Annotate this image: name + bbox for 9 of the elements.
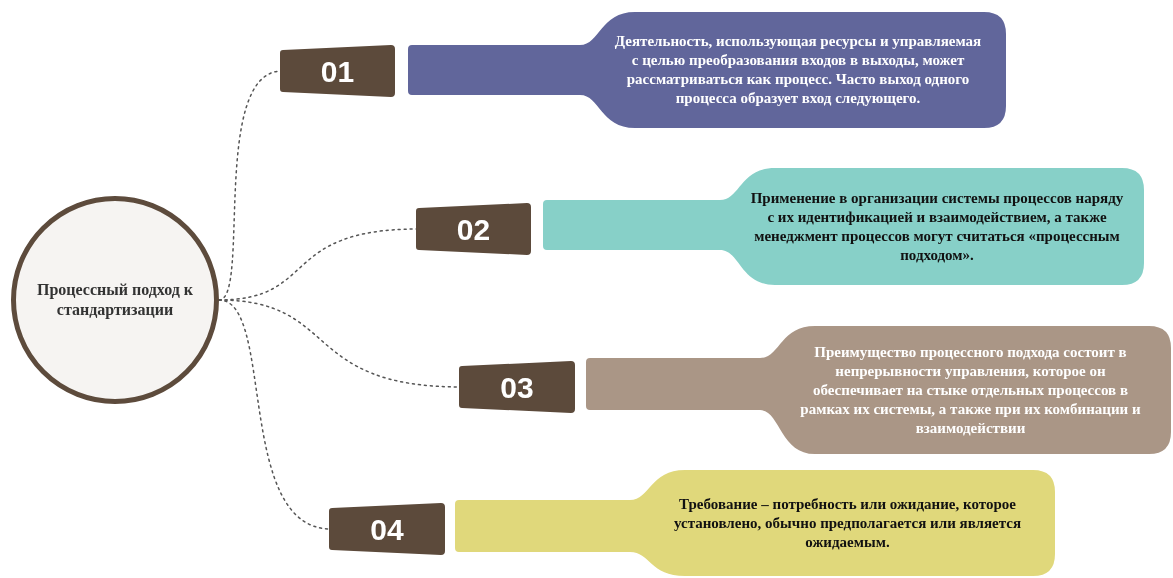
description-text: Преимущество процессного подхода состоит в непрерывности управления, которое он обеспечивает на стыке отдельных процессов в рамках их системы, а также при их комбинации и взаимодействии [799,342,1142,438]
description-text: Требование – потребность или ожидание, которое установлено, обычно предполагается или является ожидаемым. [672,494,1023,552]
step-number: 03 [500,369,534,406]
description-text: Применение в организации системы процессов наряду с их идентификацией и взаимодействием, а также менеджмент процессов могут считаться «процессным подходом». [750,188,1124,265]
step-number: 04 [370,511,404,548]
step-number: 01 [320,53,355,90]
topic-title: Процессный подход к стандартизации [35,280,195,320]
step-number: 02 [456,211,491,248]
description-text: Деятельность, использующая ресурсы и управляемая с целью преобразования входов в выходы, может рассматриваться как процесс. Часто выход одного процесса образует вход следующего. [613,32,983,108]
